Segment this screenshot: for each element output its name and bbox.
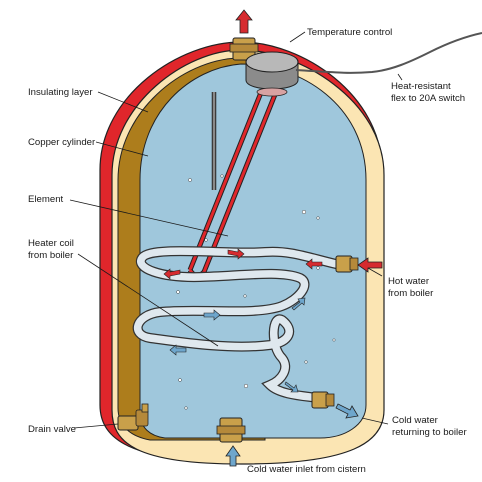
- cold-flow-arrow: [291, 297, 306, 311]
- label-heat-resistant-flex: Heat-resistant: [391, 81, 451, 92]
- cold-flow-arrow: [203, 309, 221, 321]
- hot-flow-arrow: [305, 258, 323, 270]
- hot-outlet-arrow-up: [235, 9, 253, 34]
- temperature-control: [245, 32, 482, 97]
- label-copper-cylinder: Copper cylinder: [28, 137, 96, 148]
- label-heater-coil: Heater coil: [28, 238, 74, 249]
- leader-lines: [69, 31, 403, 429]
- cold-flow-arrow: [284, 381, 299, 393]
- label-cold-water-return-2: returning to boiler: [392, 427, 467, 438]
- water-bubbles: [176, 174, 336, 410]
- labels: Temperature control Heat-resistant flex …: [28, 27, 467, 475]
- hot-flow-arrow: [227, 248, 245, 260]
- top-outlet: [229, 9, 259, 61]
- label-temperature-control: Temperature control: [307, 27, 392, 38]
- hot-water-in-arrow: [357, 257, 383, 273]
- heat-resistant-flex-cable: [295, 32, 482, 74]
- label-cold-water-return: Cold water: [392, 415, 439, 426]
- cold-return-fitting: [311, 391, 359, 419]
- cold-inlet-arrow-up: [225, 445, 241, 467]
- hot-inlet-fitting: [335, 255, 383, 273]
- drain-valve: [117, 403, 149, 431]
- label-drain-valve: Drain valve: [28, 424, 76, 435]
- heater-coil: [132, 246, 341, 403]
- label-insulating-layer: Insulating layer: [28, 87, 93, 98]
- cold-flow-arrow: [169, 344, 187, 356]
- label-cold-water-inlet: Cold water inlet from cistern: [247, 464, 366, 475]
- label-element: Element: [28, 194, 64, 205]
- label-hot-water: Hot water: [388, 276, 430, 287]
- label-hot-water-2: from boiler: [388, 288, 434, 299]
- hot-flow-arrow: [163, 268, 181, 280]
- label-heat-resistant-flex-2: flex to 20A switch: [391, 93, 465, 104]
- cold-inlet-fitting: [216, 417, 246, 467]
- label-heater-coil-2: from boiler: [28, 250, 74, 261]
- cold-water-out-arrow: [335, 403, 359, 419]
- coil-flow-arrows: [163, 248, 323, 393]
